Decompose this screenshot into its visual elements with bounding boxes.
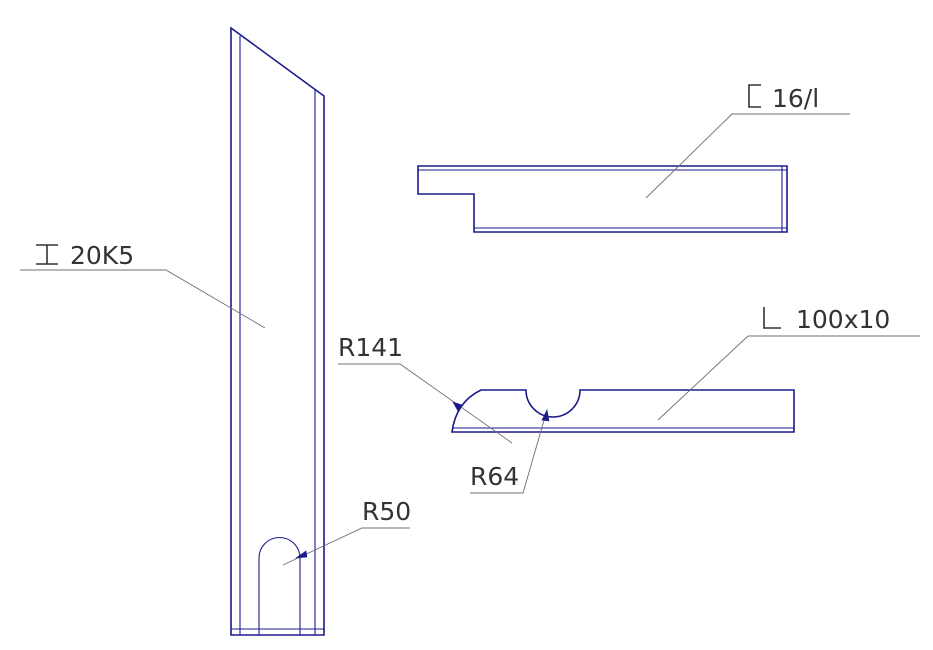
angle-section-icon <box>763 307 781 329</box>
r64-leader <box>470 409 548 494</box>
arrow-heads <box>294 401 550 559</box>
radius-label-r64: R64 <box>470 462 519 491</box>
radius-label-r50: R50 <box>362 497 411 526</box>
r50-arrow-icon <box>294 550 308 559</box>
angle-leader <box>657 335 920 421</box>
channel-label: 16/l <box>772 84 819 113</box>
radius-label-r141: R141 <box>338 333 403 362</box>
i-beam-leader <box>20 269 266 329</box>
i-beam-part <box>230 26 325 636</box>
i-beam-label: 20K5 <box>70 241 134 270</box>
i-beam-slot <box>258 536 301 635</box>
angle-part <box>451 389 795 433</box>
leader-lines <box>20 113 920 566</box>
r50-leader <box>282 527 410 566</box>
r141-leader <box>338 363 513 444</box>
channel-leader <box>645 113 850 199</box>
i-beam-outline <box>230 26 325 636</box>
channel-section-icon <box>748 84 761 108</box>
angle-label: 100x10 <box>796 305 890 334</box>
channel-part <box>417 165 788 233</box>
channel-outline <box>417 165 788 233</box>
angle-outline <box>451 389 795 433</box>
i-beam-section-icon <box>36 244 58 265</box>
r141-arrow-icon <box>452 401 463 412</box>
r64-arrow-icon <box>541 409 550 422</box>
